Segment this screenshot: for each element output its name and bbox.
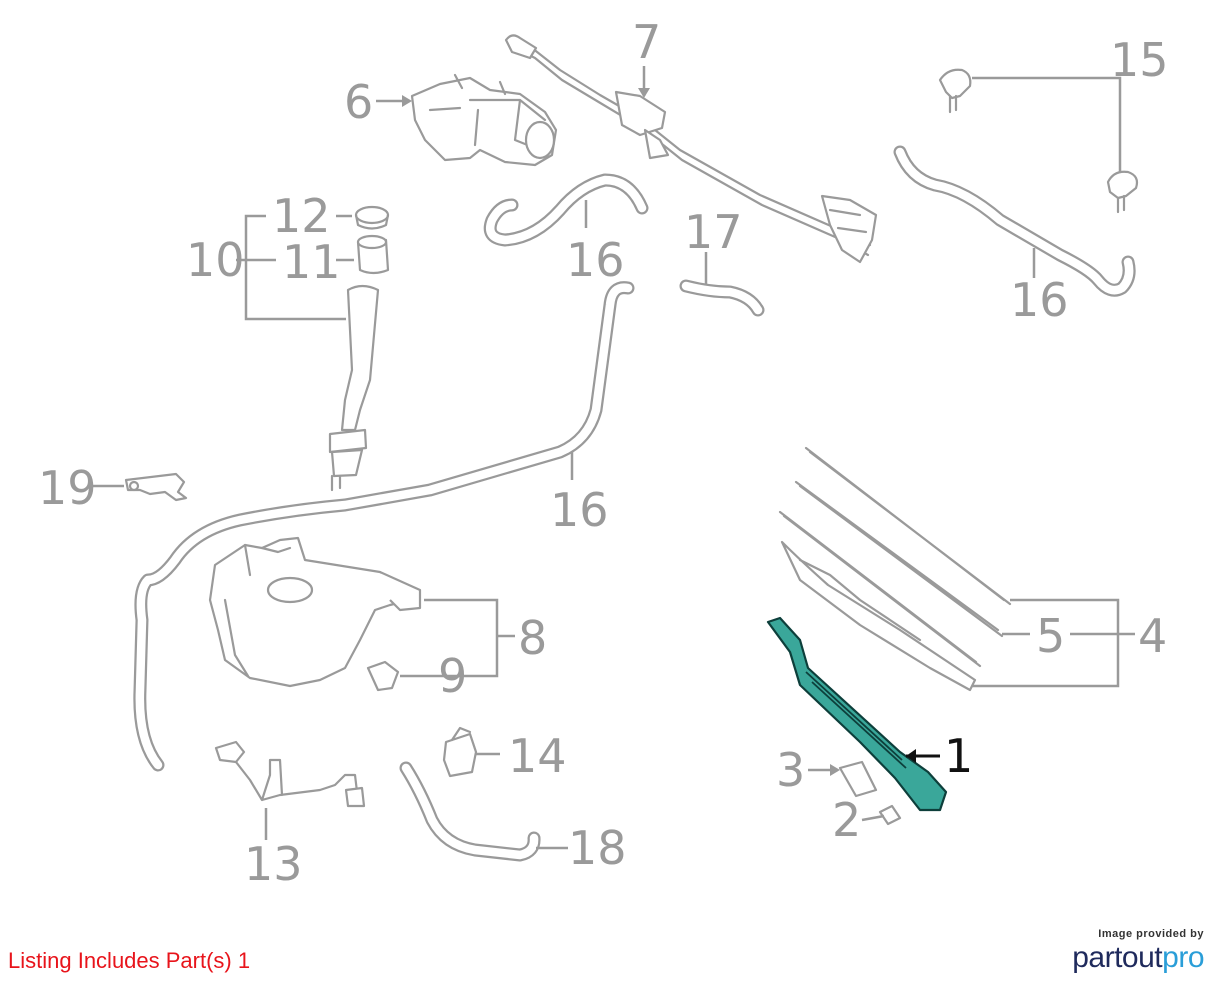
callout-4: 4 (1138, 609, 1167, 663)
part-2-nut (878, 804, 902, 826)
callout-16c: 16 (550, 483, 609, 537)
part-3-cap (838, 760, 878, 798)
part-9-pump (366, 660, 400, 692)
part-1-wiper-arm-highlight (766, 616, 948, 812)
part-13-hose-assembly (214, 740, 366, 808)
callout-labels: 1 2 3 4 5 6 7 8 9 10 11 12 13 14 15 16 1… (38, 15, 1169, 891)
callout-1: 1 (944, 729, 973, 783)
callout-16b: 16 (1010, 273, 1069, 327)
callout-17: 17 (684, 205, 743, 259)
callout-2: 2 (832, 793, 861, 847)
callout-12: 12 (272, 189, 331, 243)
callout-7: 7 (632, 15, 661, 69)
part-8-reservoir (208, 536, 422, 688)
part-15-washer-nozzles (938, 68, 1139, 214)
callout-13: 13 (244, 837, 303, 891)
callout-10: 10 (186, 233, 245, 287)
callout-11: 11 (282, 235, 341, 289)
part-10-filler-neck (328, 205, 390, 492)
callout-18: 18 (568, 821, 627, 875)
leader-lines (92, 66, 1135, 850)
callout-15: 15 (1110, 33, 1169, 87)
hoses (133, 145, 1136, 862)
callout-16: 16 (566, 233, 625, 287)
callout-3: 3 (776, 743, 805, 797)
listing-note: Listing Includes Part(s) 1 (8, 948, 251, 973)
callout-19: 19 (38, 461, 97, 515)
callout-9: 9 (438, 649, 467, 703)
brand-name-part2: pro (1162, 941, 1204, 974)
part-14-connector (442, 726, 478, 778)
callout-6: 6 (344, 75, 373, 129)
part-19-clip (124, 472, 188, 502)
part-7-wiper-linkage (504, 34, 878, 264)
brand-name: partoutpro (1054, 940, 1204, 976)
brand-name-part1: partout (1072, 941, 1163, 974)
brand-provided-by: Image provided by (1098, 928, 1204, 940)
part-4-5-wiper-blade (778, 446, 1012, 692)
part-6-wiper-motor (410, 73, 558, 167)
callout-8: 8 (518, 611, 547, 665)
callout-14: 14 (508, 729, 567, 783)
brand-logo: Image provided by partoutpro (1054, 928, 1204, 976)
callout-5: 5 (1036, 609, 1065, 663)
